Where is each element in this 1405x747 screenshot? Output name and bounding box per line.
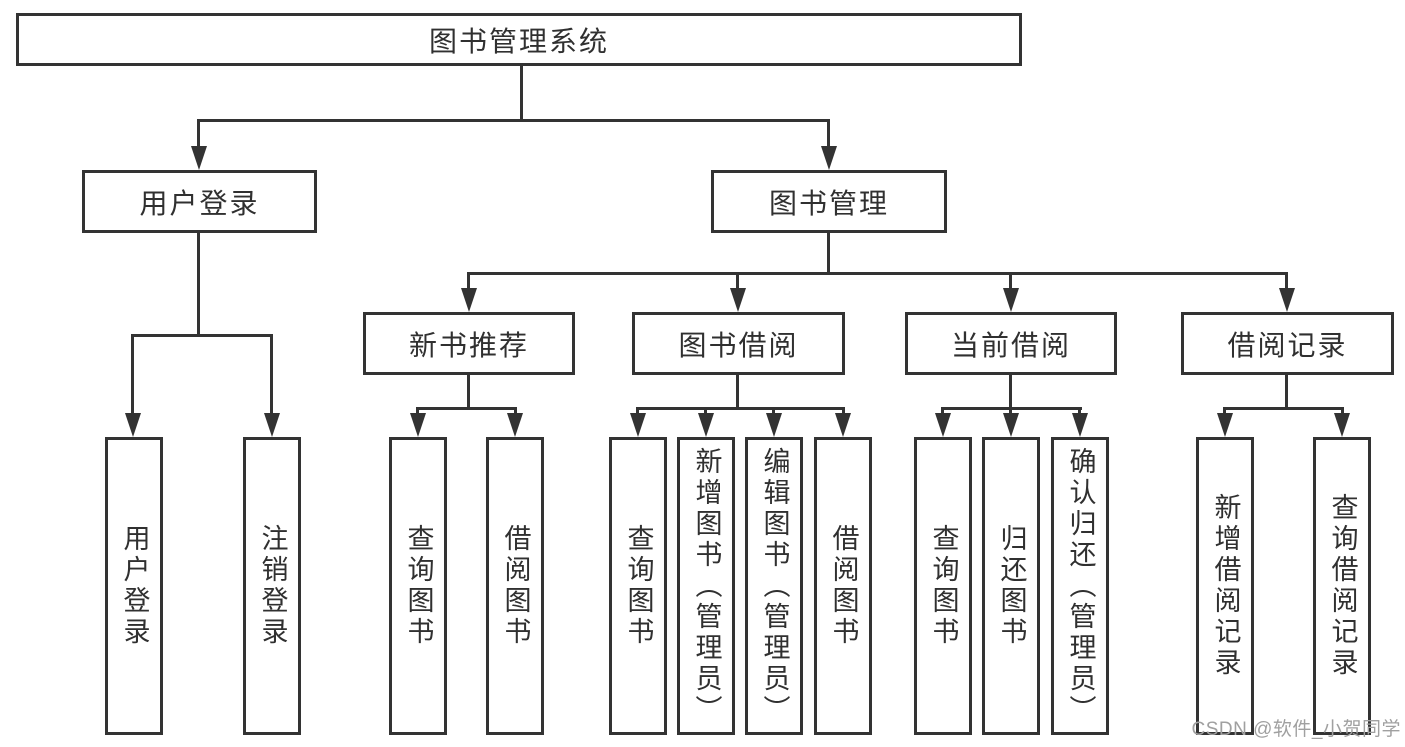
connector-drop — [416, 407, 419, 417]
leaf-query-borrow-record: 查询借阅记录 — [1313, 437, 1371, 735]
leaf-user-login: 用户登录 — [105, 437, 163, 735]
node-user-login: 用户登录 — [82, 170, 317, 233]
connector-drop — [514, 407, 517, 417]
connector-book-borrow-stem — [736, 375, 739, 409]
arrowhead-query-book-borrow — [630, 413, 646, 437]
connector-book-borrow-split — [636, 407, 845, 410]
arrowhead-book-borrow — [730, 288, 746, 312]
connector-new-book-stem — [467, 375, 470, 409]
leaf-return-book: 归还图书 — [982, 437, 1040, 735]
connector-drop — [636, 407, 639, 417]
connector-level2-split — [467, 272, 1288, 275]
connector-drop — [941, 407, 944, 417]
leaf-borrow-book-recommend: 借阅图书 — [486, 437, 544, 735]
connector-drop — [704, 407, 707, 417]
node-book-management: 图书管理 — [711, 170, 947, 233]
connector-leaf-user-login-drop — [131, 334, 134, 417]
arrowhead-new-book-recommend — [461, 288, 477, 312]
arrowhead-leaf-logout — [264, 413, 280, 437]
connector-borrow-records-stem — [1285, 375, 1288, 409]
connector-new-book-drop — [467, 272, 470, 292]
leaf-query-book-borrow: 查询图书 — [609, 437, 667, 735]
connector-user-login-drop — [197, 119, 200, 150]
arrowhead-add-borrow-record — [1217, 413, 1233, 437]
arrowhead-user-login — [191, 146, 207, 170]
arrowhead-query-book-recommend — [410, 413, 426, 437]
arrowhead-leaf-user-login — [125, 413, 141, 437]
arrowhead-current-borrow — [1003, 288, 1019, 312]
connector-drop — [1078, 407, 1081, 417]
arrowhead-borrow-records — [1279, 288, 1295, 312]
connector-borrow-records-split — [1223, 407, 1344, 410]
connector-book-borrow-drop — [736, 272, 739, 292]
connector-drop — [772, 407, 775, 417]
connector-user-login-stem — [197, 233, 200, 337]
leaf-edit-book-admin: 编辑图书（管理员） — [745, 437, 803, 735]
node-borrow-records: 借阅记录 — [1181, 312, 1394, 375]
leaf-add-book-admin: 新增图书（管理员） — [677, 437, 735, 735]
arrowhead-borrow-book — [835, 413, 851, 437]
connector-level1-split — [197, 119, 830, 122]
connector-drop — [1341, 407, 1344, 417]
connector-book-mgmt-stem — [827, 233, 830, 274]
arrowhead-confirm-return — [1072, 413, 1088, 437]
leaf-query-book-current: 查询图书 — [914, 437, 972, 735]
connector-drop — [842, 407, 845, 417]
leaf-logout: 注销登录 — [243, 437, 301, 735]
node-library-system: 图书管理系统 — [16, 13, 1022, 66]
connector-book-mgmt-drop — [827, 119, 830, 150]
arrowhead-borrow-book-recommend — [507, 413, 523, 437]
leaf-borrow-book: 借阅图书 — [814, 437, 872, 735]
arrowhead-query-borrow-record — [1334, 413, 1350, 437]
connector-new-book-split — [416, 407, 517, 410]
connector-root-stem — [520, 66, 523, 119]
node-current-borrow: 当前借阅 — [905, 312, 1117, 375]
connector-drop — [1009, 407, 1012, 417]
connector-leaf-logout-drop — [270, 334, 273, 417]
leaf-add-borrow-record: 新增借阅记录 — [1196, 437, 1254, 735]
node-book-borrow: 图书借阅 — [632, 312, 845, 375]
leaf-query-book-recommend: 查询图书 — [389, 437, 447, 735]
connector-current-borrow-drop — [1009, 272, 1012, 292]
arrowhead-return-book — [1003, 413, 1019, 437]
node-new-book-recommend: 新书推荐 — [363, 312, 575, 375]
leaf-confirm-return-admin: 确认归还（管理员） — [1051, 437, 1109, 735]
connector-user-login-split — [131, 334, 273, 337]
connector-drop — [1223, 407, 1226, 417]
watermark: CSDN @软件_小贺同学 — [1191, 719, 1401, 740]
arrowhead-add-book — [698, 413, 714, 437]
connector-current-borrow-stem — [1009, 375, 1012, 409]
arrowhead-query-book-current — [935, 413, 951, 437]
arrowhead-edit-book — [766, 413, 782, 437]
connector-borrow-records-drop — [1285, 272, 1288, 292]
arrowhead-book-mgmt — [821, 146, 837, 170]
